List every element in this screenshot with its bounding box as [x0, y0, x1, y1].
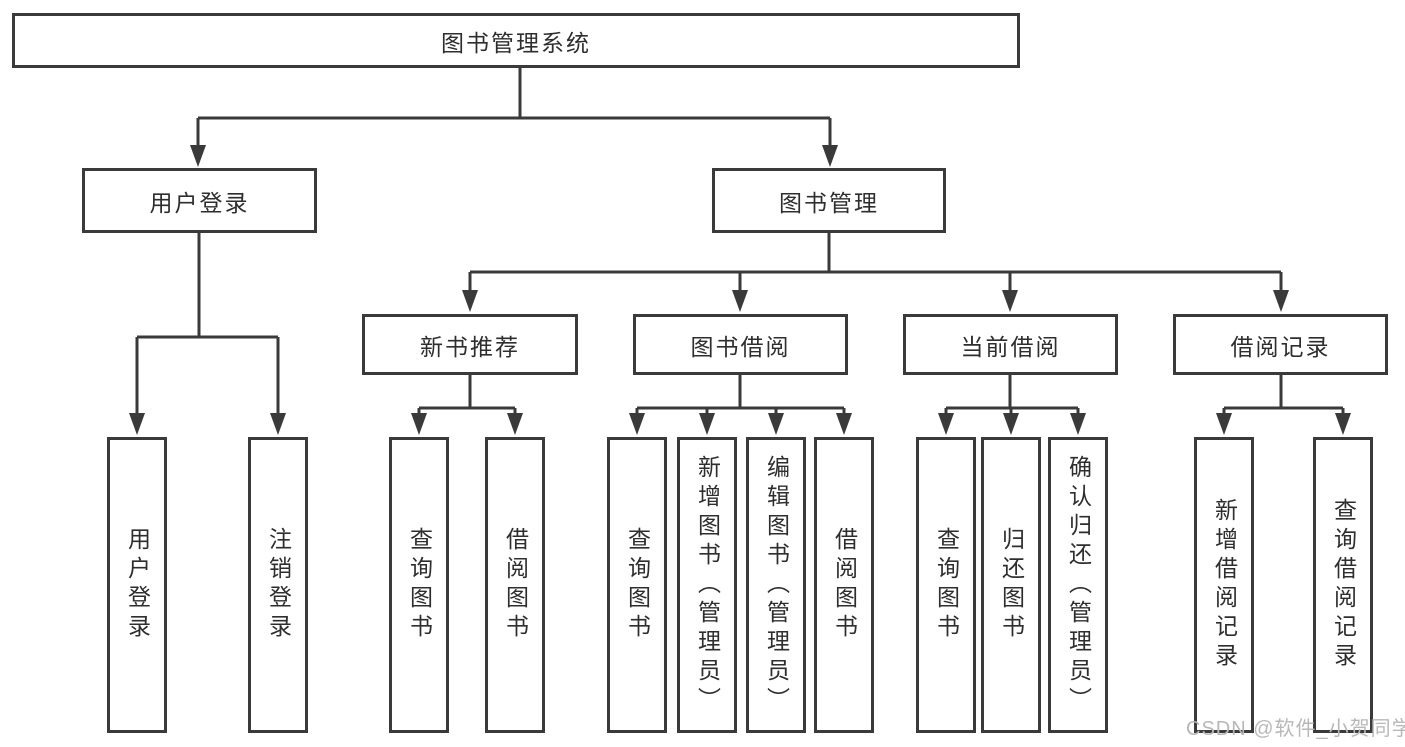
arrow-icon	[1216, 413, 1232, 435]
node-book-management: 图书管理	[712, 168, 946, 233]
connector-records-to-leaves	[1222, 375, 1345, 415]
leaf-borrow-query-books: 查询图书	[607, 437, 667, 733]
connector-bookmgmt-to-level3	[468, 233, 1283, 292]
arrow-icon	[507, 413, 523, 435]
arrow-icon	[1002, 290, 1018, 312]
node-label: 查询图书	[406, 527, 433, 643]
node-label: 当前借阅	[960, 333, 1061, 360]
node-label: 查询图书	[624, 527, 651, 643]
node-label: 用户登录	[124, 527, 151, 643]
arrowheads	[129, 145, 1351, 435]
arrow-icon	[699, 413, 715, 435]
arrow-icon	[822, 145, 838, 167]
connector-userlogin-to-leaves	[135, 233, 280, 415]
connector-current-to-leaves	[944, 375, 1080, 415]
arrow-icon	[1003, 413, 1019, 435]
leaf-newbook-query-books: 查询图书	[389, 437, 449, 733]
node-label: 查询借阅记录	[1330, 498, 1357, 672]
arrow-icon	[836, 413, 852, 435]
arrow-icon	[462, 290, 478, 312]
node-label: 归还图书	[998, 527, 1025, 643]
leaf-return-books: 归还图书	[981, 437, 1041, 733]
node-current-borrow: 当前借阅	[903, 314, 1118, 375]
leaf-user-login-action: 用户登录	[107, 437, 167, 733]
node-label: 借阅图书	[831, 527, 858, 643]
node-label: 确认归还（管理员）	[1065, 454, 1092, 716]
node-user-login: 用户登录	[82, 168, 317, 233]
node-borrow-records: 借阅记录	[1173, 314, 1388, 375]
node-book-borrow: 图书借阅	[633, 314, 848, 375]
leaf-query-borrow-record: 查询借阅记录	[1313, 437, 1373, 733]
node-label: 借阅图书	[502, 527, 529, 643]
leaf-add-borrow-record: 新增借阅记录	[1194, 437, 1254, 733]
connector-newbooks-to-leaves	[417, 375, 517, 415]
leaf-borrow-borrow-books: 借阅图书	[814, 437, 874, 733]
arrow-icon	[1273, 290, 1289, 312]
leaf-current-query-books: 查询图书	[916, 437, 976, 733]
arrow-icon	[1070, 413, 1086, 435]
arrow-icon	[938, 413, 954, 435]
leaf-newbook-borrow-books: 借阅图书	[485, 437, 545, 733]
arrow-icon	[129, 413, 145, 435]
node-label: 查询图书	[933, 527, 960, 643]
node-label: 图书管理	[779, 189, 879, 216]
node-label: 借阅记录	[1230, 333, 1331, 360]
arrow-icon	[270, 413, 286, 435]
leaf-add-books-admin: 新增图书（管理员）	[677, 437, 737, 733]
node-new-book-recommend: 新书推荐	[362, 314, 578, 375]
node-label: 新增借阅记录	[1211, 498, 1238, 672]
arrow-icon	[732, 290, 748, 312]
leaf-edit-books-admin: 编辑图书（管理员）	[746, 437, 806, 733]
arrow-icon	[411, 413, 427, 435]
node-label: 编辑图书（管理员）	[763, 454, 790, 716]
node-label: 新增图书（管理员）	[694, 454, 721, 716]
node-label: 注销登录	[265, 527, 292, 643]
connector-root-to-level2	[196, 68, 832, 147]
csdn-watermark: CSDN @软件_小贺同学	[1186, 718, 1405, 740]
node-label: 图书管理系统	[441, 29, 591, 56]
connector-borrow-to-leaves	[635, 375, 846, 415]
leaf-confirm-return-admin: 确认归还（管理员）	[1048, 437, 1108, 733]
arrow-icon	[629, 413, 645, 435]
node-label: 新书推荐	[420, 333, 520, 360]
arrow-icon	[190, 145, 206, 167]
node-label: 用户登录	[149, 189, 250, 216]
leaf-logout-action: 注销登录	[248, 437, 308, 733]
arrow-icon	[768, 413, 784, 435]
arrow-icon	[1335, 413, 1351, 435]
node-label: 图书借阅	[690, 333, 791, 360]
node-root-system: 图书管理系统	[12, 13, 1020, 68]
